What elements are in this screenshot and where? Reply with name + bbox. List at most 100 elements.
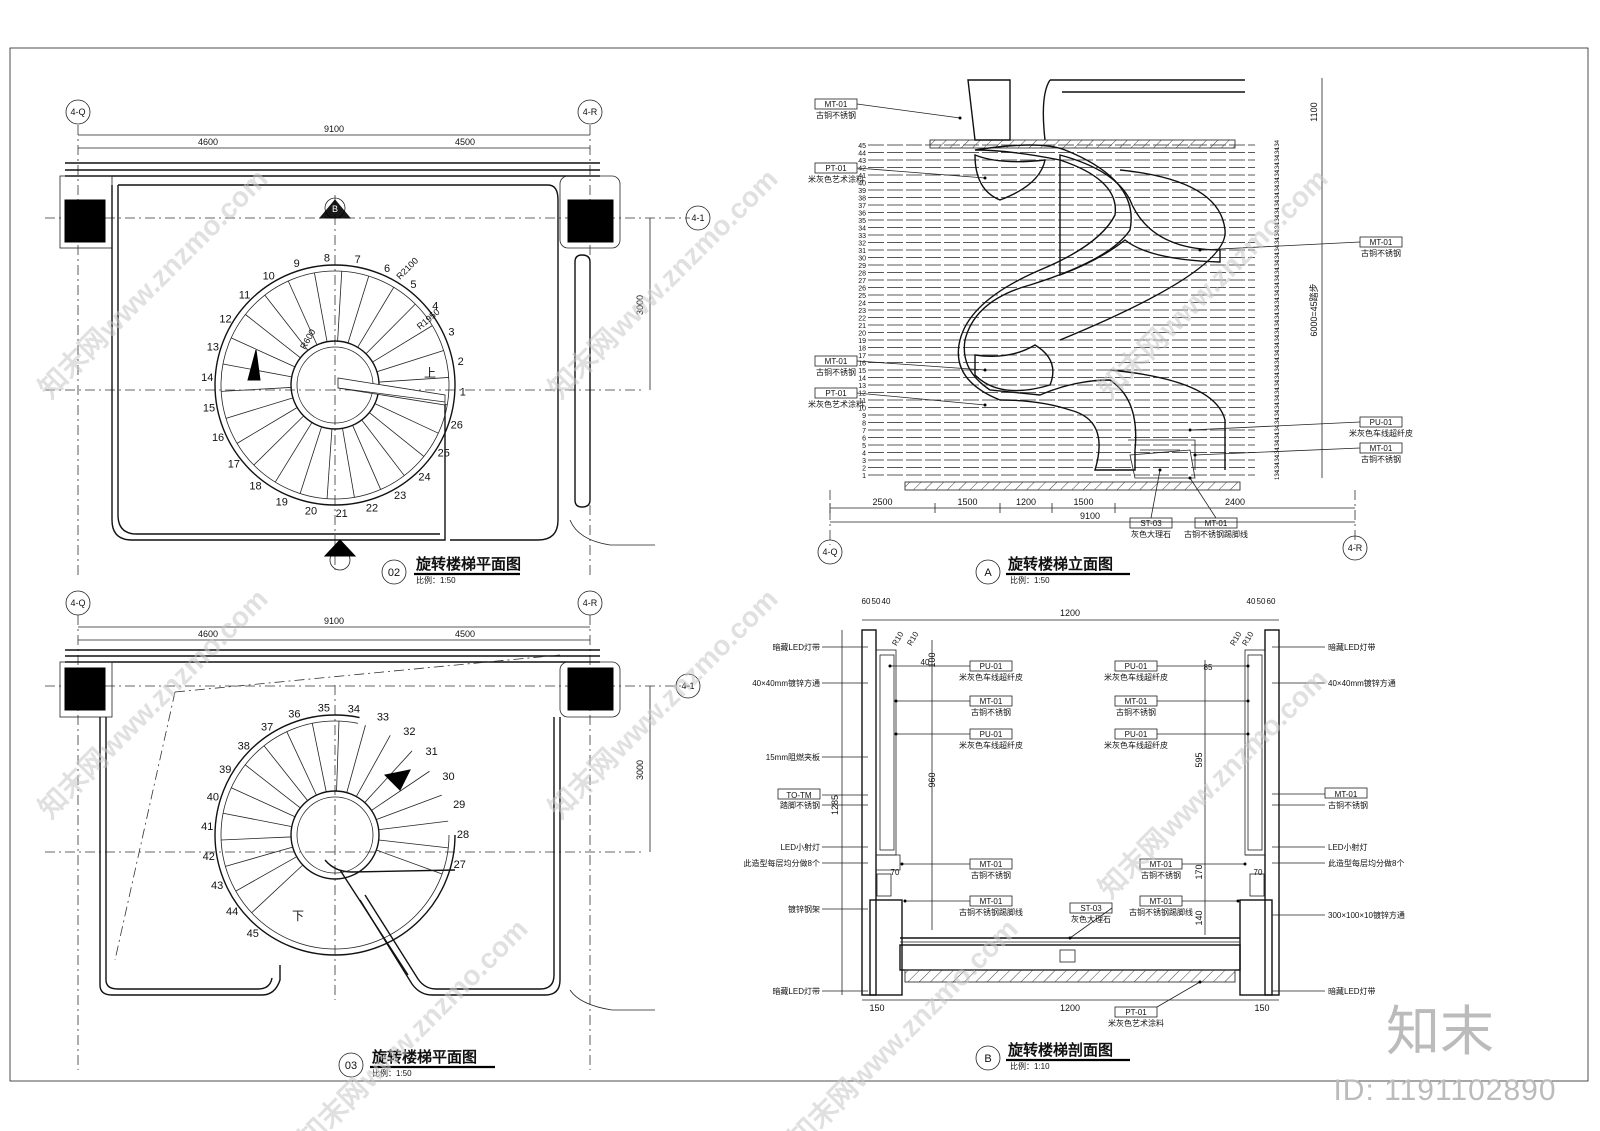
watermark-site: www.znzmo.com [602,163,783,344]
elev-riser-dim: 134 [1275,192,1281,203]
sect-tag-code: MT-01 [1125,697,1148,706]
elev-riser-dim: 134 [1275,334,1281,345]
plan-top-title: 旋转楼梯平面图 [415,555,521,573]
elev-step-number: 31 [858,248,866,255]
elev-tag-code: PT-01 [825,389,847,398]
sect-dim-top: 1200 [1060,608,1080,618]
sect-dim-top-small: 50 [1257,597,1266,606]
elev-step-number: 19 [858,338,866,345]
sect-tag-code: PU-01 [1125,662,1148,671]
plan-top-step-label: 16 [212,432,224,444]
plan-top-step-label: 11 [239,289,250,301]
elev-tag-code: MT-01 [1205,519,1228,528]
elev-tag-desc: 米灰色车线超纤皮 [1349,428,1413,438]
plan-top-step-label: 7 [355,254,361,266]
sect-right-label: 40×40mm镀锌方通 [1328,678,1396,688]
sect-small-dim: 70 [1254,868,1263,877]
plan-bottom-step-label: 34 [348,703,360,715]
sect-left-label: 暗藏LED灯带 [772,986,820,996]
elev-riser-dim: 134 [1275,379,1281,390]
plan-bottom-scale: 比例：1:50 [372,1068,412,1078]
elev-step-number: 34 [858,226,866,233]
plan-top-dim-side: 3000 [635,295,645,315]
elev-tag-code: MT-01 [825,357,848,366]
plan-bottom-grid-right: 4-R [583,598,598,608]
elev-riser-dim: 134 [1275,364,1281,375]
sect-tag-desc: 古铜不锈钢踢脚线 [1129,907,1193,917]
plan-bottom-grid-side: 4-1 [681,681,694,691]
elev-riser-dim: 134 [1275,424,1281,435]
plan-top-step-label: 25 [438,447,450,459]
sect-dim-top-small: 60 [862,597,871,606]
sect-tag-code: MT-01 [1150,897,1173,906]
sect-dim-vert-r: 595 [1194,752,1204,767]
plan-bottom-step-label: 27 [454,859,466,871]
elev-riser-dim: 134 [1275,207,1281,218]
elev-tag-desc: 古铜不锈钢 [1361,248,1401,258]
elev-scale: 比例：1:50 [1010,575,1050,585]
elev-step-number: 17 [858,353,866,360]
elev-dim-bottom: 1200 [1016,497,1036,507]
elev-riser-dim: 134 [1275,184,1281,195]
sect-left-label: TO-TM [786,791,812,800]
sect-left-label: 15mm阻燃夹板 [766,752,820,762]
sect-number: B [984,1053,991,1065]
sect-radius: R10 [1240,630,1255,648]
plan-top-step-label: 15 [203,403,215,415]
sect-dim-vert-r: 140 [1194,910,1204,925]
plan-top-column-left [64,199,106,243]
sect-dim-top-small: 60 [1267,597,1276,606]
plan-bottom-dim-left: 4600 [198,629,218,639]
elev-riser-dim: 134 [1275,432,1281,443]
elev-step-number: 23 [858,308,866,315]
sect-tag-code: MT-01 [980,697,1003,706]
elev-number: A [984,567,992,579]
plan-top-step-label: 2 [458,356,464,368]
elev-tag-desc: 灰色大理石 [1131,529,1171,539]
plan-bottom-dim-side: 3000 [635,760,645,780]
sect-right-label: 此造型每层均分做8个 [1328,858,1404,868]
sect-dim-vert-l: 100 [927,652,937,667]
elev-tag-code: MT-01 [1370,444,1393,453]
plan-bottom-step-label: 43 [211,880,223,892]
plan-bottom-column-left [64,667,106,711]
watermark-site: www.znzmo.com [602,583,783,764]
elev-step-number: 7 [862,428,866,435]
elev-step-number: 16 [858,361,866,368]
plan-top-marker-a: A [337,557,343,567]
sect-tag-code: ST-03 [1080,904,1102,913]
elev-riser-dim: 134 [1275,409,1281,420]
sect-tag-desc: 古铜不锈钢 [971,707,1011,717]
sect-tag-desc: 灰色大理石 [1071,914,1111,924]
logo: 知末 [1386,1002,1494,1062]
elev-step-number: 6 [862,436,866,443]
elev-riser-dim: 134 [1275,462,1281,473]
plan-top-marker-b: B [332,204,338,214]
sect-right-label: MT-01 [1335,790,1358,799]
plan-bottom-down-label: 下 [292,909,304,923]
plan-bottom-step-label: 45 [247,928,259,940]
watermark-brand: 知末网 [32,742,114,824]
elev-riser-dim: 134 [1275,469,1281,480]
plan-top-step-label: 22 [366,503,378,515]
plan-bottom-step-label: 33 [377,711,389,723]
sect-dim-side-r: 150 [1254,1003,1269,1013]
elev-riser-dim: 134 [1275,372,1281,383]
elev-dim-bottom: 2400 [1225,497,1245,507]
elev-riser-dim: 134 [1275,162,1281,173]
sect-tag-desc: 米灰色车线超纤皮 [959,740,1023,750]
watermark-site: www.znzmo.com [92,583,273,764]
elev-riser-dim: 134 [1275,267,1281,278]
elev-step-number: 1 [862,473,866,480]
elev-riser-dim: 134 [1275,439,1281,450]
elev-step-number: 24 [858,301,866,308]
elev-dim-total: 9100 [1080,511,1100,521]
plan-bottom-step-label: 31 [425,746,437,758]
plan-bottom-title: 旋转楼梯平面图 [371,1048,477,1066]
elev-riser-dim: 134 [1275,252,1281,263]
sect-small-dim: 40 [921,658,930,667]
elev-tag-code: PU-01 [1370,418,1393,427]
plan-top-step-label: 23 [394,490,406,502]
